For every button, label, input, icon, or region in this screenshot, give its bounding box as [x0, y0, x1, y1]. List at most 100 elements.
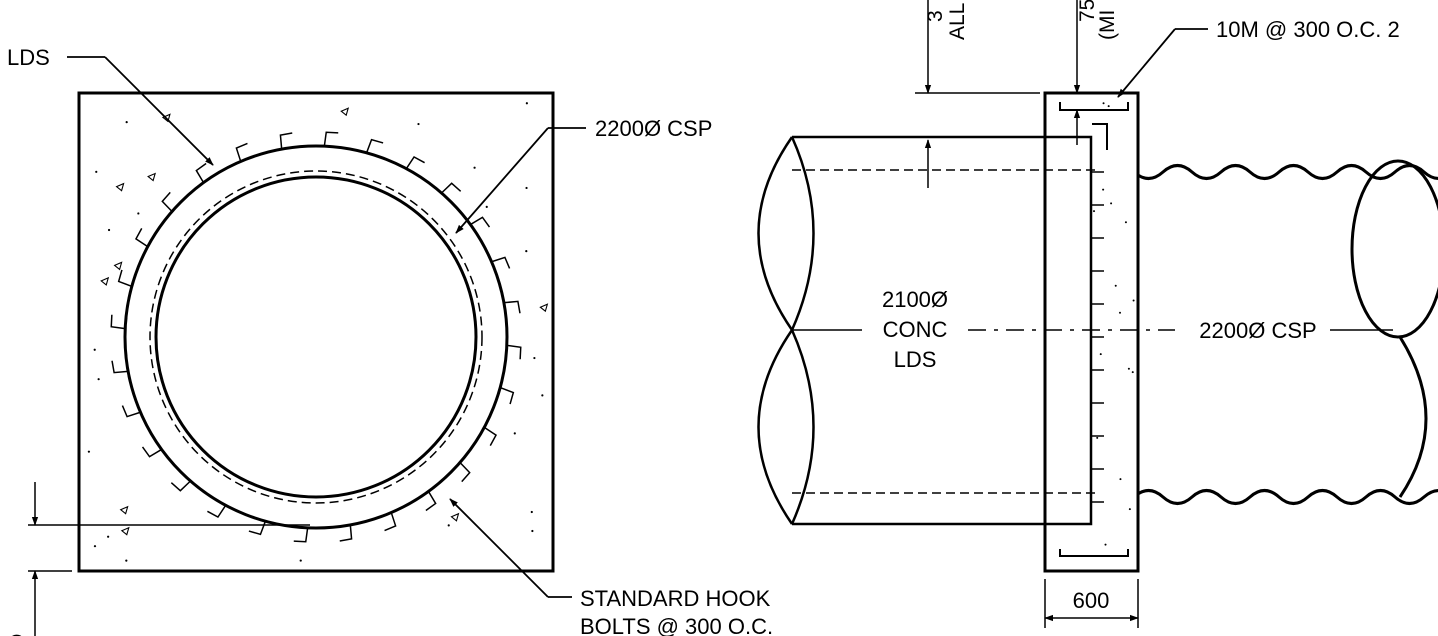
lds-concrete-pipe — [757, 135, 1100, 526]
aggregate-dot — [513, 432, 516, 435]
hook-bolt — [440, 182, 462, 194]
aggregate-triangle — [115, 182, 125, 192]
aggregate-dot — [530, 510, 533, 514]
collar-aggregate-dot — [1128, 508, 1131, 511]
csp-end-ellipse — [1350, 159, 1438, 339]
collar-aggregate-dot — [1131, 371, 1134, 374]
lds-break-upper-outer — [757, 136, 794, 331]
aggregate-dot — [107, 535, 110, 538]
dim-clip-text-1: O — [6, 634, 29, 636]
elevation-view: 2100Ø CONC LDS 2200Ø CSP 3 ALL 75 (MI 10… — [757, 0, 1438, 628]
dim-3-text-2: ALL — [946, 3, 969, 40]
hook-bolts — [110, 131, 522, 543]
aggregate-dot — [541, 394, 544, 397]
collar-aggregate-dot — [1119, 478, 1122, 481]
hook-bolt — [384, 512, 397, 532]
aggregate-triangle — [340, 107, 350, 117]
csp-top-edge — [1103, 164, 1438, 180]
collar-aggregate-dot — [1104, 543, 1107, 546]
collar-aggregate — [1093, 102, 1135, 546]
hook-bolt — [293, 527, 309, 543]
lds-break-lower-inner — [790, 329, 815, 525]
aggregate-dot — [525, 102, 528, 105]
hook-bolt — [121, 405, 141, 418]
aggregate-dot — [125, 121, 128, 124]
collar-tick-marks — [1091, 171, 1104, 503]
aggregate-dot — [299, 559, 302, 562]
lds-leader-arrow — [104, 56, 214, 166]
hook-bolt — [323, 131, 339, 147]
collar-aggregate-dot — [1102, 102, 1105, 105]
dim-75-text-2: (MI — [1096, 10, 1119, 40]
collar-aggregate-dot — [1127, 367, 1130, 370]
aggregate-triangle — [113, 261, 123, 271]
hook-leader-arrow — [449, 498, 549, 598]
hook-label-line1: STANDARD HOOK — [580, 586, 771, 611]
hook-bolt — [506, 344, 522, 360]
csp-label-left: 2200Ø CSP — [595, 116, 712, 141]
hook-bolt — [491, 256, 511, 269]
hook-bolt — [279, 132, 293, 150]
hook-bolt — [161, 191, 173, 213]
collar-aggregate-dot — [1093, 210, 1096, 213]
collar-aggregate-dot — [1114, 284, 1117, 287]
csp-label-right: 2200Ø CSP — [1199, 318, 1316, 343]
hook-bolt — [110, 314, 126, 330]
dim-75-text-1: 75 — [1076, 0, 1099, 22]
hook-bolt — [405, 155, 425, 170]
csp-pipe-corrugated — [1103, 164, 1438, 505]
aggregate-triangle — [119, 505, 129, 515]
hook-bolt — [248, 520, 267, 536]
pipe-label-line1: 2100Ø — [882, 287, 948, 312]
rebar-bottom — [1059, 549, 1129, 557]
aggregate-dot — [417, 122, 420, 126]
hook-label-line2: BOLTS @ 300 O.C. — [580, 614, 773, 636]
hook-bolt — [365, 138, 384, 154]
aggregate-triangle — [450, 512, 460, 522]
aggregate-dot — [473, 166, 476, 169]
hook-bolt — [470, 216, 491, 228]
hook-bolt — [111, 360, 129, 374]
aggregate-triangle — [147, 172, 156, 182]
hook-bolt-elevation — [1092, 123, 1108, 150]
aggregate-triangle — [100, 276, 110, 286]
rebar-top — [1059, 102, 1129, 111]
aggregate-dot — [533, 356, 536, 360]
collar-aggregate-dot — [1102, 188, 1105, 191]
aggregate-dot — [447, 524, 450, 527]
hook-bolt — [459, 461, 471, 483]
aggregate-dot — [125, 559, 128, 562]
hook-bolt — [483, 426, 498, 446]
hook-bolt — [207, 504, 227, 519]
aggregate-dot — [107, 228, 111, 232]
aggregate-dot — [97, 378, 100, 381]
hook-bolt — [134, 228, 149, 248]
aggregate-dot — [531, 529, 534, 533]
concrete-aggregate — [87, 102, 549, 562]
collar-aggregate-dot — [1099, 353, 1102, 356]
section-view: LDS 2200Ø CSP STANDARD HOOK BOLTS @ 300 … — [6, 45, 773, 636]
hook-bolt — [235, 142, 248, 162]
hook-bolt — [503, 300, 521, 314]
aggregate-dot — [525, 186, 528, 190]
aggregate-triangle — [161, 113, 171, 123]
hook-bolt — [141, 446, 162, 458]
rebar-label: 10M @ 300 O.C. 2 — [1216, 17, 1400, 42]
collar-aggregate-dot — [1132, 299, 1135, 302]
csp-bottom-edge — [1103, 489, 1438, 505]
collar-aggregate-dot — [1096, 436, 1099, 439]
rebar-leader-arrow — [1117, 28, 1176, 98]
collar-aggregate-dot — [1124, 221, 1127, 224]
hook-bolt — [339, 524, 353, 542]
aggregate-dot — [87, 450, 91, 453]
pipe-label-line3: LDS — [894, 347, 937, 372]
hook-bolt — [499, 386, 515, 405]
lds-break-lower-outer — [757, 329, 794, 525]
aggregate-dot — [93, 545, 97, 548]
hook-bolt — [170, 480, 192, 492]
hook-bolt — [195, 162, 207, 183]
aggregate-dot — [485, 205, 488, 208]
aggregate-dot — [95, 170, 98, 173]
aggregate-dot — [93, 348, 96, 351]
